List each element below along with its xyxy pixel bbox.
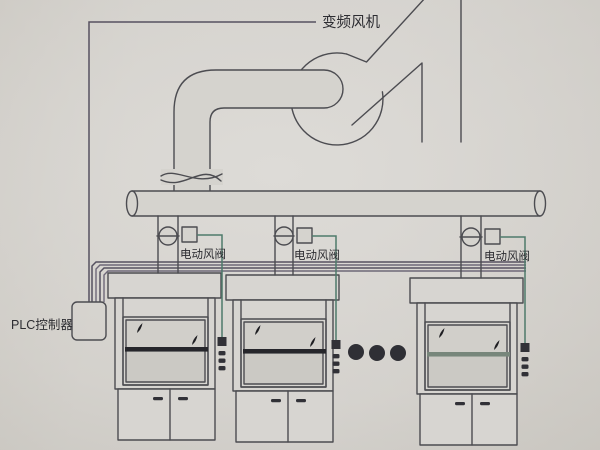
- fan-label: 变频风机: [322, 14, 380, 31]
- sash-sensor-box: [331, 340, 341, 349]
- branch-3: 电动风阀: [459, 215, 530, 377]
- fan-outlet-duct-upper-wall: [345, 0, 425, 63]
- branch-1: 电动风阀: [156, 215, 227, 371]
- sensor-knob: [332, 354, 340, 359]
- sensor-knob: [521, 364, 529, 369]
- valve-actuator: [181, 226, 198, 243]
- actuator-wire: [197, 234, 223, 337]
- fume-hood-1: [107, 272, 222, 441]
- valve-actuator: [296, 227, 313, 244]
- valve-label: 电动风阀: [294, 248, 340, 262]
- fume-hood-2: [225, 274, 340, 443]
- branch-duct: [274, 215, 294, 276]
- main-exhaust-duct: [125, 190, 547, 217]
- valve-label: 电动风阀: [484, 249, 530, 263]
- duct-break-wave: [160, 173, 222, 184]
- branch-duct: [157, 215, 179, 274]
- sensor-knob: [521, 357, 529, 362]
- duct-end-cap-right: [533, 190, 547, 217]
- dot: [348, 344, 364, 360]
- actuator-wire: [500, 236, 526, 343]
- plc-to-fan-control-cable: [88, 21, 316, 302]
- main-duct-walls: [131, 190, 541, 217]
- plc-label: PLC控制器: [11, 318, 73, 332]
- valve-actuator: [484, 228, 501, 245]
- sash-sensor-box: [520, 343, 530, 352]
- fan-impeller-circle: [290, 52, 384, 146]
- plc-controller-box: [71, 301, 107, 341]
- branch-2: 电动风阀: [273, 215, 341, 374]
- fume-hood-3: [409, 277, 524, 446]
- duct-end-cap-left: [125, 190, 139, 217]
- sensor-knob: [218, 358, 226, 363]
- sensor-knob: [332, 361, 340, 366]
- dot: [369, 345, 385, 361]
- ellipsis-dots: [348, 344, 406, 361]
- sash-sensor-box: [217, 337, 227, 346]
- sensor-knob: [332, 369, 340, 374]
- sensor-knob: [218, 366, 226, 371]
- branch-duct: [460, 215, 482, 279]
- fan-inlet-elbow-duct: [173, 69, 344, 192]
- valve-label: 电动风阀: [180, 247, 226, 261]
- fan-symbol: [160, 0, 462, 192]
- actuator-wire: [312, 235, 337, 340]
- fan-outlet-duct-lower-wall: [351, 62, 423, 143]
- control-bus-wires: [91, 261, 526, 302]
- sensor-knob: [521, 372, 529, 377]
- main-duct-body: [132, 191, 540, 216]
- sensor-knob: [218, 351, 226, 356]
- dot: [390, 345, 406, 361]
